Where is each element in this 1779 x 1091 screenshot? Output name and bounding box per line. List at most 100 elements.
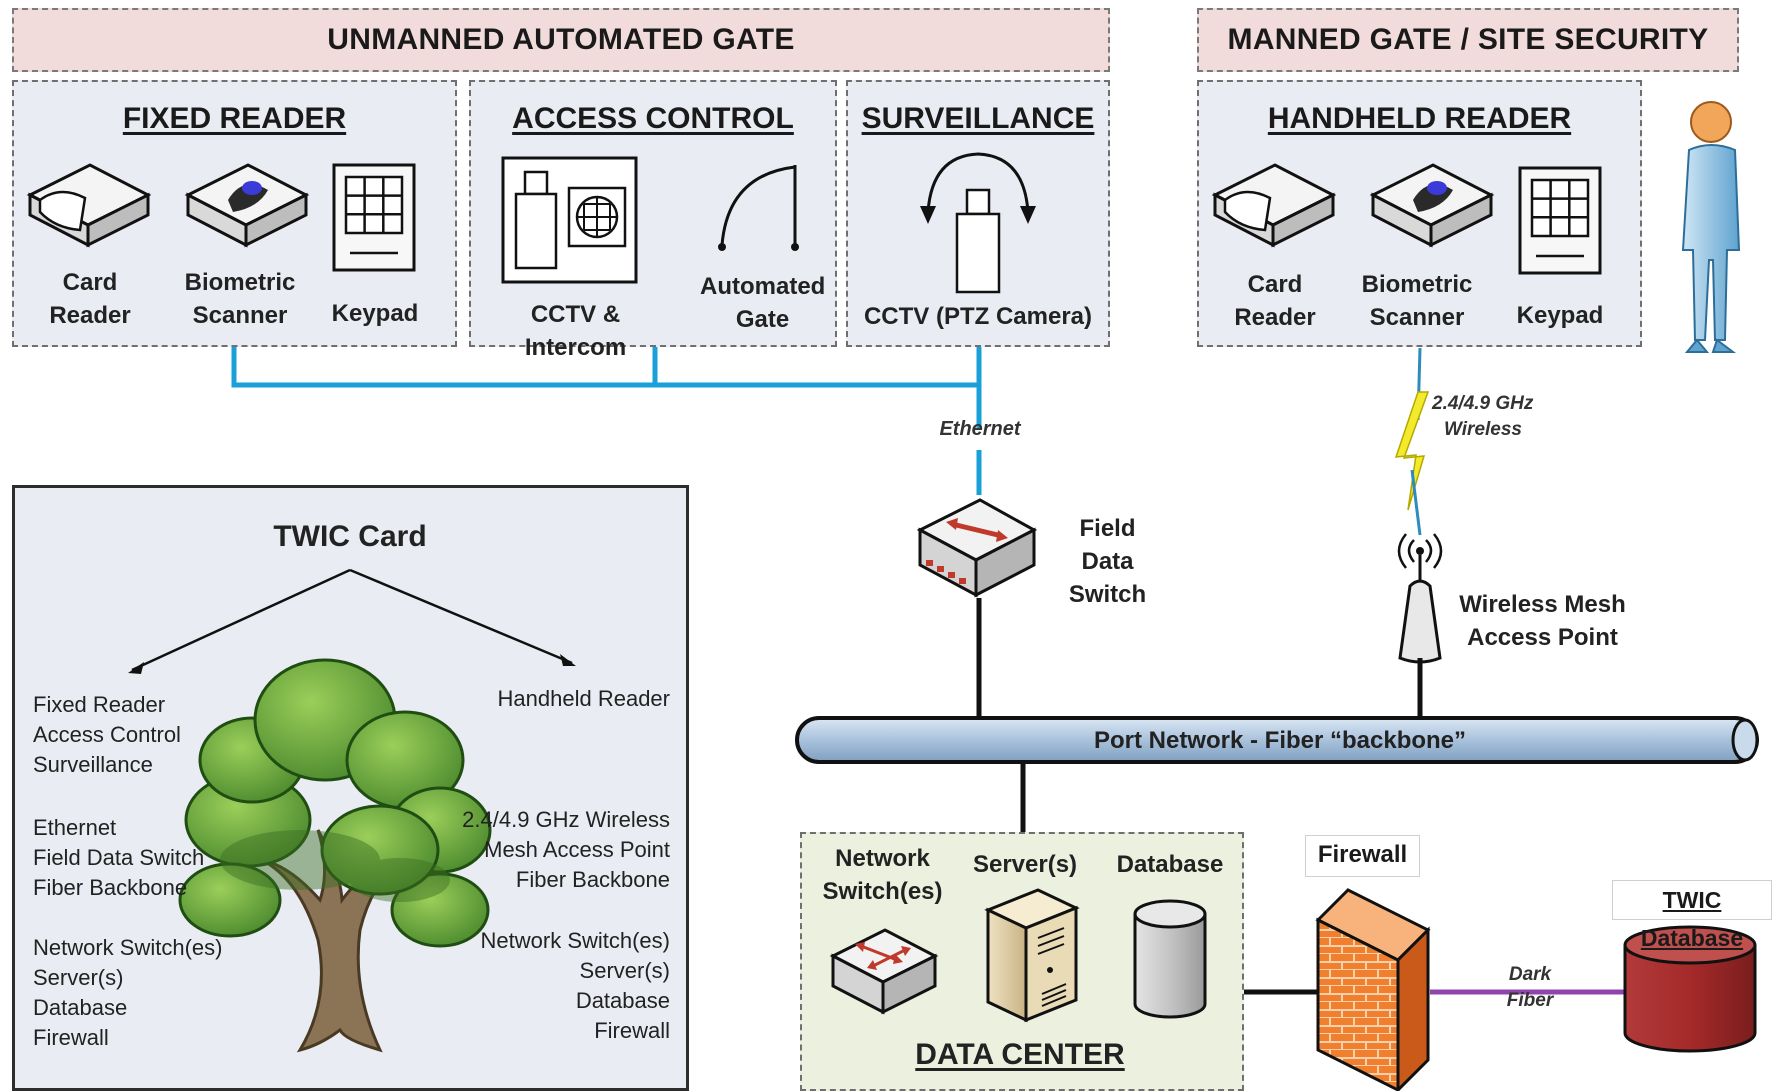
database-label: Database: [1116, 851, 1224, 878]
twic-card-title: TWIC Card: [273, 520, 427, 553]
twic-left-3-line1: Network Switch(es): [33, 935, 223, 960]
keypad-icon: [332, 163, 416, 272]
surveillance-title: SURVEILLANCE: [861, 102, 1095, 135]
automated-gate-icon: [718, 165, 799, 251]
network-switch-label-line2: Switch(es): [822, 878, 943, 905]
handheld-card-reader-label: Card Reader: [1225, 268, 1325, 334]
firewall-label: Firewall: [1305, 835, 1420, 877]
handheld-card-reader-label-line2: Reader: [1234, 304, 1316, 331]
twic-right-2-line2: Mesh Access Point: [484, 837, 670, 862]
unmanned-gate-title: UNMANNED AUTOMATED GATE: [327, 23, 795, 56]
access-control-panel: ACCESS CONTROL: [469, 80, 837, 347]
twic-right-2-line3: Fiber Backbone: [515, 867, 670, 892]
twic-right-3-line1: Network Switch(es): [480, 928, 670, 953]
field-switch-label: Field Data Switch: [1040, 512, 1175, 611]
twic-database-label: TWIC Database: [1612, 880, 1772, 951]
handheld-keypad-icon: [1518, 166, 1602, 275]
twic-database-icon: [1623, 925, 1757, 1053]
cctv-intercom-label: CCTV & Intercom: [524, 301, 627, 361]
manned-gate-title: MANNED GATE / SITE SECURITY: [1227, 23, 1709, 56]
network-switch-label: Network Switch(es): [820, 842, 945, 908]
twic-left-3-line2: Server(s): [33, 965, 124, 990]
twic-left-2-line2: Field Data Switch: [33, 845, 205, 870]
servers-label: Server(s): [972, 851, 1078, 878]
twic-left-1-line2: Access Control: [33, 722, 181, 747]
twic-right-3-line4: Firewall: [594, 1018, 670, 1043]
fixed-biometric-label-line2: Scanner: [192, 302, 288, 329]
automated-gate-label-line1: Automated: [700, 273, 826, 300]
cctv-intercom-icon: [501, 156, 638, 284]
twic-left-1-line3: Surveillance: [33, 752, 153, 777]
right-arrowhead-icon: [560, 654, 576, 666]
dark-fiber-label: Dark Fiber: [1500, 962, 1560, 1014]
handheld-reader-title: HANDHELD READER: [1267, 102, 1572, 135]
dark-fiber-label-line1: Dark: [1508, 964, 1552, 985]
mesh-ap-label-line1: Wireless Mesh: [1459, 591, 1626, 618]
fiber-backbone-pipe: [795, 716, 1759, 764]
ethernet-cabling: [231, 347, 982, 495]
wireless-link: [1394, 347, 1430, 536]
twic-left-group-3: Network Switch(es) Server(s) Database Fi…: [33, 933, 253, 1053]
fixed-biometric-label: Biometric Scanner: [175, 266, 305, 332]
wireless-label-line2: Wireless: [1444, 419, 1522, 440]
field-switch-label-line2: Data Switch: [1068, 548, 1147, 608]
fixed-keypad-label: Keypad: [331, 300, 419, 327]
twic-right-group-2: 2.4/4.9 GHz Wireless Mesh Access Point F…: [440, 805, 670, 895]
handheld-biometric-label: Biometric Scanner: [1352, 268, 1482, 334]
access-control-title: ACCESS CONTROL: [512, 102, 794, 135]
manned-gate-header: MANNED GATE / SITE SECURITY: [1197, 8, 1739, 72]
field-switch-label-line1: Field: [1079, 515, 1136, 542]
twic-left-group-1: Fixed Reader Access Control Surveillance: [33, 690, 253, 780]
twic-right-3-line2: Server(s): [579, 958, 670, 983]
twic-tree-arrows: [131, 568, 573, 672]
twic-left-group-2: Ethernet Field Data Switch Fiber Backbon…: [33, 813, 253, 903]
firewall-icon: [1315, 888, 1431, 1091]
automated-gate-label-line2: Gate: [735, 306, 790, 333]
handheld-biometric-label-line2: Scanner: [1369, 304, 1465, 331]
database-icon: [1133, 899, 1207, 1019]
field-data-switch-icon: [916, 498, 1038, 598]
tree-icon: [178, 658, 492, 1053]
wireless-label: 2.4/4.9 GHz Wireless: [1432, 391, 1552, 443]
automated-gate-label: Automated Gate: [700, 270, 825, 336]
twic-right-2-line1: 2.4/4.9 GHz Wireless: [462, 807, 670, 832]
fixed-card-reader-label-line2: Reader: [49, 302, 131, 329]
handheld-biometric-scanner-icon: [1369, 163, 1495, 248]
twic-right-group-1: Handheld Reader: [460, 684, 670, 714]
unmanned-gate-header: UNMANNED AUTOMATED GATE: [12, 8, 1110, 72]
backbone-label: Port Network - Fiber “backbone”: [1093, 727, 1467, 754]
ptz-camera-icon: [920, 152, 1036, 294]
biometric-scanner-icon: [184, 163, 310, 248]
wireless-mesh-ap-icon: [1397, 533, 1443, 718]
handheld-biometric-label-line1: Biometric: [1361, 271, 1473, 298]
twic-left-3-line4: Firewall: [33, 1025, 109, 1050]
twic-left-1-line1: Fixed Reader: [33, 692, 166, 717]
card-reader-icon: [26, 163, 152, 248]
wireless-label-line1: 2.4/4.9 GHz: [1432, 393, 1534, 414]
fixed-card-reader-label: Card Reader: [40, 266, 140, 332]
mesh-ap-label: Wireless Mesh Access Point: [1455, 588, 1630, 654]
fixed-card-reader-label-line1: Card: [62, 269, 118, 296]
ethernet-label: Ethernet: [939, 418, 1021, 440]
network-switch-label-line1: Network: [835, 845, 930, 872]
twic-right-group-3: Network Switch(es) Server(s) Database Fi…: [440, 926, 670, 1046]
twic-left-2-line3: Fiber Backbone: [33, 875, 188, 900]
left-arrowhead-icon: [128, 662, 144, 674]
twic-right-3-line3: Database: [575, 988, 670, 1013]
mesh-ap-label-line2: Access Point: [1467, 624, 1618, 651]
twic-left-2-line1: Ethernet: [33, 815, 117, 840]
security-guard-icon: [1681, 101, 1741, 353]
ptz-camera-label: CCTV (PTZ Camera): [863, 303, 1093, 330]
handheld-card-reader-icon: [1211, 163, 1337, 248]
handheld-card-reader-label-line1: Card: [1247, 271, 1303, 298]
fixed-biometric-label-line1: Biometric: [184, 269, 296, 296]
data-center-title: DATA CENTER: [915, 1038, 1125, 1071]
fixed-reader-title: FIXED READER: [122, 102, 347, 135]
dark-fiber-label-line2: Fiber: [1506, 990, 1554, 1011]
server-icon: [984, 888, 1080, 1023]
twic-right-1-line1: Handheld Reader: [497, 686, 670, 711]
twic-left-3-line3: Database: [33, 995, 128, 1020]
handheld-keypad-label: Keypad: [1516, 302, 1604, 329]
network-switch-icon: [829, 928, 939, 1015]
